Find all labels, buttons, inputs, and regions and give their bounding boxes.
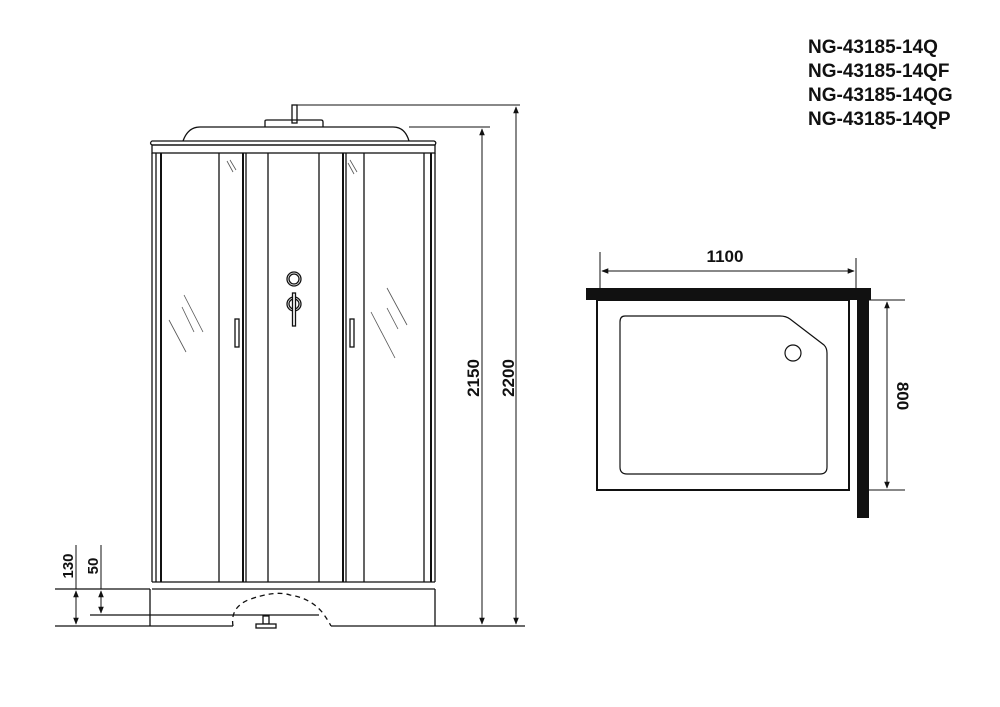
control-knob-icon bbox=[286, 271, 302, 287]
model-name: NG-43185-14Q bbox=[808, 37, 938, 58]
drain-icon bbox=[784, 344, 802, 362]
mixer-lever bbox=[291, 292, 297, 327]
front-view bbox=[55, 104, 525, 629]
dim-total-height: 2200 bbox=[499, 359, 518, 397]
top-rail bbox=[151, 144, 436, 154]
tray-arch bbox=[231, 592, 332, 627]
glass-reflection bbox=[168, 159, 408, 359]
adjustable-leg bbox=[255, 615, 277, 629]
dim-leg-height: 50 bbox=[85, 558, 102, 575]
model-name: NG-43185-14QP bbox=[808, 109, 951, 130]
dim-cabin-height: 2150 bbox=[464, 359, 483, 397]
side-wall bbox=[857, 300, 869, 518]
tray-outline bbox=[596, 299, 850, 491]
plan-view bbox=[586, 288, 871, 518]
right-door-handle bbox=[349, 318, 355, 348]
model-name: NG-43185-14QF bbox=[808, 61, 950, 82]
back-wall bbox=[586, 288, 856, 300]
model-name: NG-43185-14QG bbox=[808, 85, 953, 106]
front-dimensions bbox=[73, 104, 520, 625]
dim-width: 1100 bbox=[707, 247, 744, 266]
dim-depth: 800 bbox=[893, 382, 912, 410]
left-door-handle bbox=[234, 318, 240, 348]
roof-dome bbox=[182, 126, 410, 142]
plan-dimensions bbox=[599, 252, 905, 491]
model-list: NG-43185-14Q NG-43185-14QF NG-43185-14QG… bbox=[808, 36, 953, 132]
roof-block bbox=[264, 119, 324, 127]
dim-tray-height: 130 bbox=[60, 553, 77, 578]
basin-outline bbox=[619, 315, 828, 475]
shower-pipe bbox=[291, 104, 298, 124]
